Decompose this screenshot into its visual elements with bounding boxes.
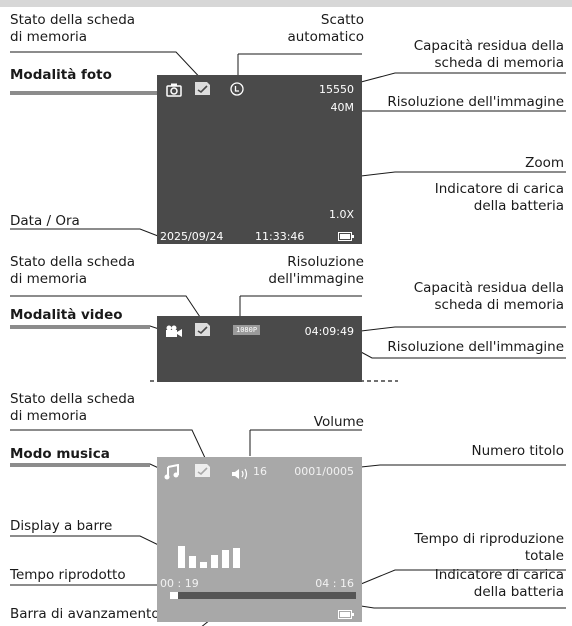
photo-date: 2025/09/24 bbox=[160, 230, 224, 243]
music-screen: 16 0001/0005 00 : 19 04 : 16 bbox=[157, 457, 362, 622]
music-volume-value: 16 bbox=[253, 465, 267, 478]
photo-remaining-capacity-label: Capacità residua della scheda di memoria bbox=[413, 38, 564, 71]
music-total-time: 04 : 16 bbox=[315, 577, 354, 590]
video-remaining-capacity-label: Capacità residua della scheda di memoria bbox=[413, 280, 564, 313]
photo-time: 11:33:46 bbox=[255, 230, 305, 243]
photo-shots-remaining: 15550 bbox=[319, 83, 354, 96]
music-volume-label: Volume bbox=[313, 414, 364, 430]
memory-card-icon bbox=[194, 463, 211, 482]
music-battery-label: Indicatore di carica della batteria bbox=[434, 567, 564, 600]
memory-card-icon bbox=[194, 322, 211, 341]
top-band bbox=[0, 0, 572, 7]
music-note-icon bbox=[164, 463, 179, 484]
battery-icon bbox=[338, 604, 354, 623]
progress-fill bbox=[170, 592, 178, 599]
photo-zoom-value: 1.0X bbox=[328, 208, 354, 221]
video-screen: 1080P 04:09:49 bbox=[157, 316, 362, 382]
photo-datetime-label: Data / Ora bbox=[10, 213, 80, 229]
music-track-value: 0001/0005 bbox=[294, 465, 354, 478]
music-track-number-label: Numero titolo bbox=[471, 443, 564, 459]
music-elapsed-time: 00 : 19 bbox=[160, 577, 199, 590]
video-resolution-badge: 1080P bbox=[233, 325, 261, 335]
bar-display-graph bbox=[178, 542, 240, 572]
photo-mode-heading: Modalità foto bbox=[10, 67, 112, 83]
progress-bar bbox=[170, 592, 356, 599]
music-elapsed-label: Tempo riprodotto bbox=[10, 567, 126, 583]
music-progress-label: Barra di avanzamento bbox=[10, 606, 160, 622]
volume-icon bbox=[231, 465, 249, 484]
photo-resolution-value: 40M bbox=[330, 101, 355, 114]
camera-icon bbox=[166, 82, 182, 101]
photo-resolution-label: Risoluzione dell'immagine bbox=[387, 94, 564, 110]
video-time-remaining: 04:09:49 bbox=[304, 325, 354, 338]
video-resolution-label: Risoluzione dell'immagine bbox=[387, 339, 564, 355]
battery-icon bbox=[338, 226, 354, 245]
memory-card-icon bbox=[194, 81, 211, 100]
music-total-time-label: Tempo di riproduzione totale bbox=[414, 531, 564, 564]
video-camera-icon bbox=[165, 323, 183, 342]
photo-screen: 15550 40M 1.0X 2025/09/24 11:33:46 bbox=[157, 75, 362, 244]
photo-zoom-label: Zoom bbox=[525, 155, 564, 171]
music-card-status-label: Stato della scheda di memoria bbox=[10, 391, 136, 424]
photo-card-status-label: Stato della scheda di memoria bbox=[10, 12, 136, 45]
photo-self-timer-label: Scatto automatico bbox=[287, 12, 364, 45]
photo-battery-label: Indicatore di carica della batteria bbox=[434, 181, 564, 214]
self-timer-icon bbox=[230, 81, 244, 100]
video-resolution-top-label: Risoluzione dell'immagine bbox=[268, 254, 364, 287]
music-mode-heading: Modo musica bbox=[10, 446, 110, 462]
video-card-status-label: Stato della scheda di memoria bbox=[10, 254, 136, 287]
video-mode-heading: Modalità video bbox=[10, 307, 123, 323]
music-bar-display-label: Display a barre bbox=[10, 518, 113, 534]
